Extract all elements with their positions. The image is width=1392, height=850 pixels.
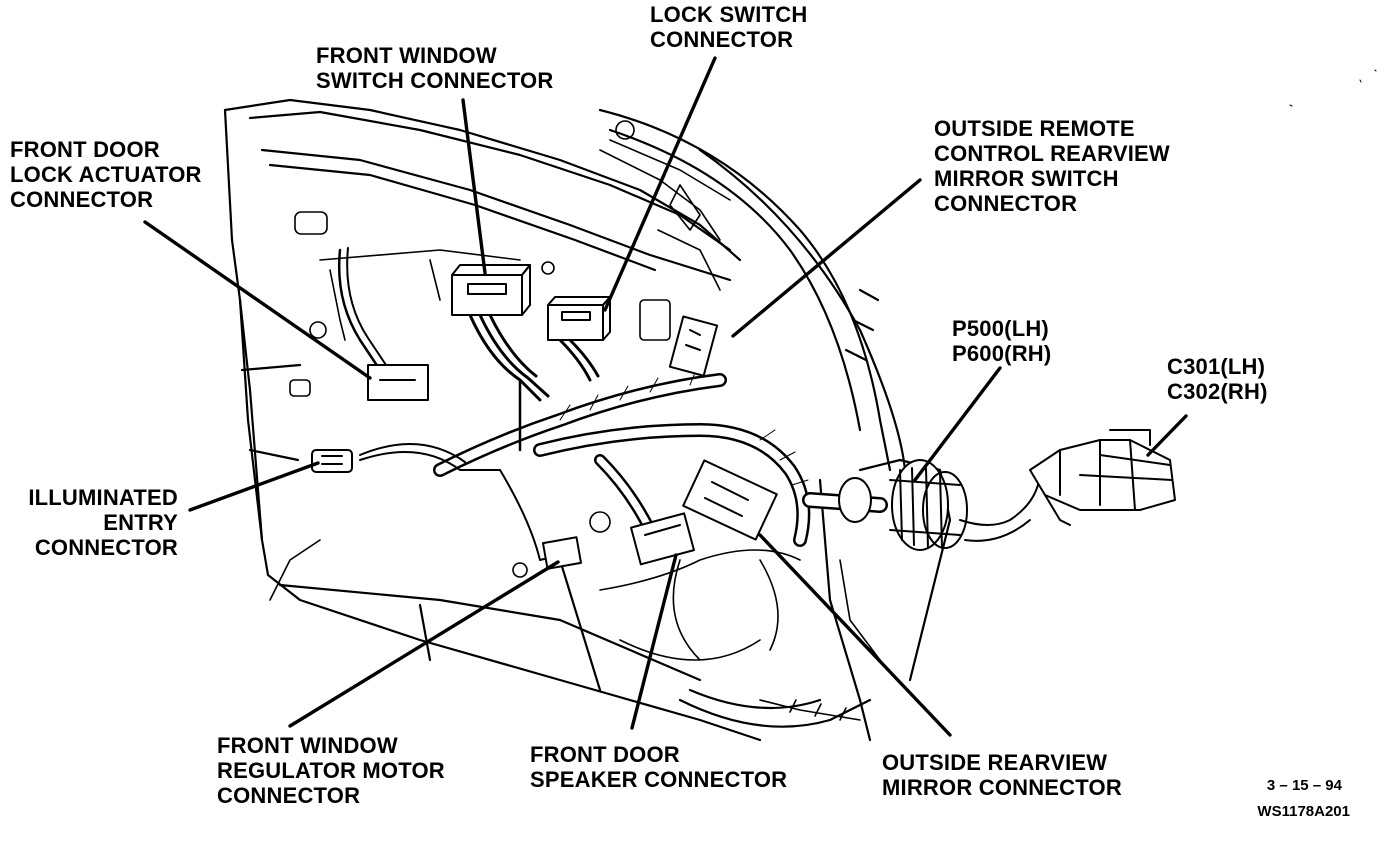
front-window-switch-connector-label: FRONT WINDOW SWITCH CONNECTOR (316, 43, 554, 93)
illuminated-entry-connector-label: ILLUMINATED ENTRY CONNECTOR (28, 485, 178, 560)
c301-c302-label: C301(LH) C302(RH) (1167, 354, 1268, 404)
front-door-speaker-connector-label: FRONT DOOR SPEAKER CONNECTOR (530, 742, 788, 792)
outside-rearview-mirror-connector-label: OUTSIDE REARVIEW MIRROR CONNECTOR (882, 750, 1122, 800)
leader-lines (143, 56, 1188, 737)
door-panel-outline (223, 98, 762, 742)
outside-remote-control-mirror-switch-connector-label: OUTSIDE REMOTE CONTROL REARVIEW MIRROR S… (934, 116, 1170, 216)
figure-date: 3 – 15 – 94 (1266, 777, 1342, 794)
p500-p600-label: P500(LH) P600(RH) (952, 316, 1052, 366)
door-frame-pillar (598, 108, 952, 742)
wiring-harness (337, 247, 888, 561)
inner-panel-detail (269, 120, 881, 721)
front-door-lock-actuator-connector-label: FRONT DOOR LOCK ACTUATOR CONNECTOR (10, 137, 202, 212)
scan-speckle (1289, 69, 1377, 107)
front-window-regulator-motor-connector-label: FRONT WINDOW REGULATOR MOTOR CONNECTOR (217, 733, 445, 808)
connector-bodies (311, 264, 1176, 570)
lock-switch-connector-label: LOCK SWITCH CONNECTOR (650, 2, 808, 52)
figure-id: WS1178A201 (1257, 803, 1350, 820)
